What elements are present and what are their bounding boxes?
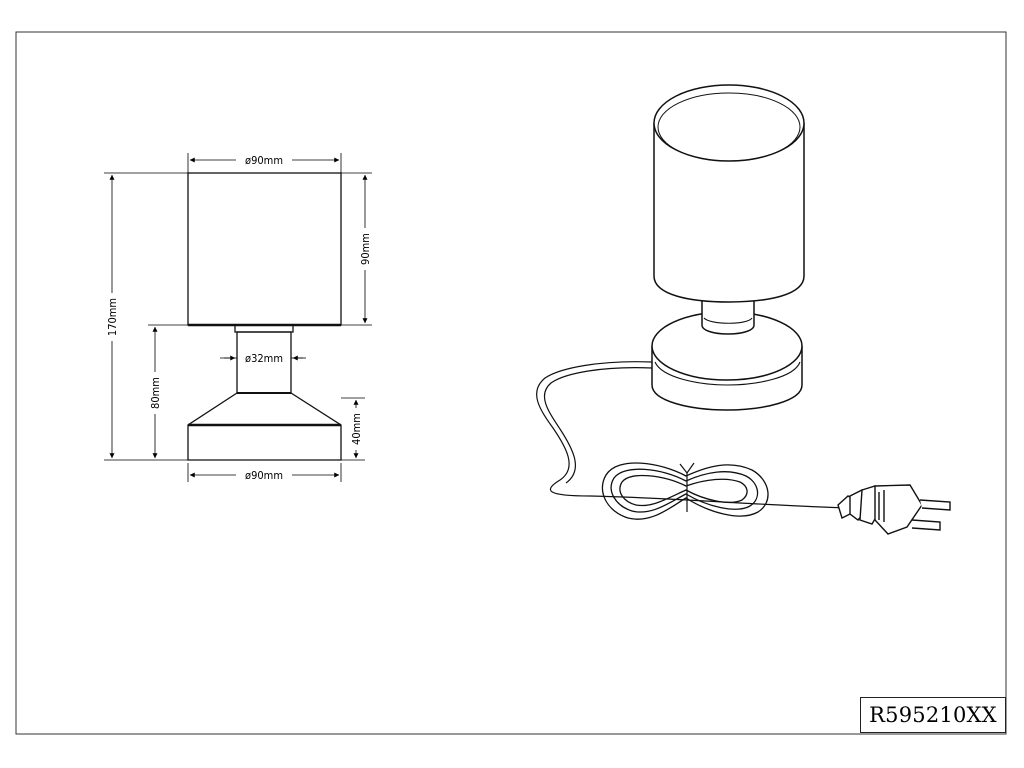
orthographic-view: [187, 172, 342, 461]
perspective-view: [536, 84, 951, 535]
base-outline: [187, 392, 342, 461]
lamp-shade-body: [653, 123, 805, 303]
dimension-lines: [109, 157, 368, 478]
extension-lines: [104, 153, 372, 482]
dimension-labels: ø90mm 90mm 170mm 80mm 40mm ø90mm ø32mm: [105, 153, 372, 482]
drawing-frame: [15, 31, 1007, 735]
dim-shade-diameter: ø90mm: [245, 154, 283, 167]
power-cord: [536, 361, 851, 509]
dim-total-height: 170mm: [106, 298, 119, 336]
dim-base-diameter: ø90mm: [245, 469, 283, 482]
power-cord-inner: [543, 367, 653, 484]
cord-coil: [601, 462, 769, 520]
euro-plug: [837, 484, 951, 535]
dim-base-height: 40mm: [350, 413, 363, 445]
lampshade-outline: [187, 172, 342, 326]
dim-shade-height: 90mm: [359, 233, 372, 265]
dim-neck-diameter: ø32mm: [245, 352, 283, 365]
dim-base-assembly-height: 80mm: [149, 377, 162, 409]
model-code-box: R595210XX: [860, 697, 1006, 733]
